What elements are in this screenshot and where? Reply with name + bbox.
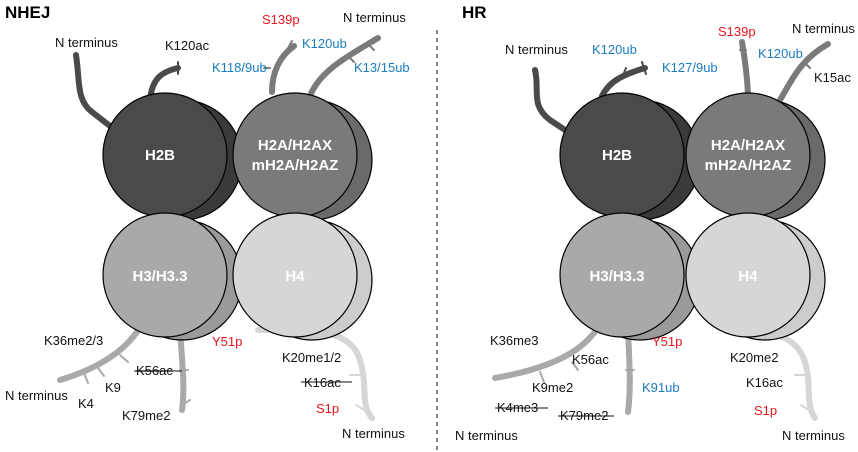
k91ub-label-hr: K91ub — [642, 380, 680, 395]
nhej-panel: NHEJ — [5, 3, 410, 441]
h4-histone — [232, 212, 358, 338]
y51p-label-hr: Y51p — [652, 334, 682, 349]
k36-label-hr: K36me3 — [490, 333, 538, 348]
hr-title: HR — [462, 3, 487, 22]
n-terminus-h2a: N terminus — [343, 10, 406, 25]
h3-label-hr: H3/H3.3 — [589, 268, 644, 285]
h2b-tail-k120-hr — [599, 65, 648, 99]
k9me2-label-hr: K9me2 — [532, 380, 573, 395]
n-terminus-h4-hr: N terminus — [782, 428, 845, 443]
k20-label-hr: K20me2 — [730, 350, 778, 365]
n-terminus-h2b-hr: N terminus — [505, 42, 568, 57]
k13-15ub-label: K13/15ub — [354, 60, 410, 75]
k79-label: K79me2 — [122, 408, 170, 423]
n-terminus-h2a-hr: N terminus — [792, 21, 855, 36]
h2a-tail-right — [307, 35, 381, 99]
h2a-label-line2-hr: mH2A/H2AZ — [705, 157, 792, 174]
h4-tail — [255, 326, 375, 421]
k120ub-h2a-label-hr: K120ub — [758, 46, 803, 61]
h3-histone — [102, 212, 228, 338]
s139p-label-hr: S139p — [718, 24, 756, 39]
h2b-tail-hr — [532, 67, 568, 133]
n-terminus-h3-hr: N terminus — [455, 428, 518, 443]
h4-histone-hr — [685, 212, 811, 338]
h2a-label-line2: mH2A/H2AZ — [252, 157, 339, 174]
h2a-tail-left — [269, 43, 297, 95]
k56ac-label-hr: K56ac — [572, 352, 609, 367]
s139p-label: S139p — [262, 12, 300, 27]
n-terminus-h4: N terminus — [342, 426, 405, 441]
h2b-label: H2B — [145, 147, 175, 164]
s1p-label: S1p — [316, 401, 339, 416]
k4-label: K4 — [78, 396, 94, 411]
y51p-label: Y51p — [212, 334, 242, 349]
k120ub-label: K120ub — [302, 36, 347, 51]
n-terminus-h3: N terminus — [5, 388, 68, 403]
k127-9ub-label-hr: K127/9ub — [662, 60, 718, 75]
h2b-tail — [73, 52, 113, 129]
k15ac-label-hr: K15ac — [814, 70, 851, 85]
h2a-histone-hr — [685, 92, 811, 218]
k120ub-h2b-label-hr: K120ub — [592, 42, 637, 57]
h2a-label-line1: H2A/H2AX — [258, 137, 332, 154]
k16ac-label-hr: K16ac — [746, 375, 783, 390]
hr-panel: HR H2B H2A/H2AX — [455, 3, 855, 443]
k9-label: K9 — [105, 380, 121, 395]
h2a-histone — [232, 92, 358, 218]
h3-histone-hr — [559, 212, 685, 338]
h2a-label-line1-hr: H2A/H2AX — [711, 137, 785, 154]
h2a-tail-right-hr — [777, 41, 831, 103]
k20-label: K20me1/2 — [282, 350, 341, 365]
k36-label: K36me2/3 — [44, 333, 103, 348]
h2b-label-hr: H2B — [602, 147, 632, 164]
h4-label: H4 — [285, 268, 305, 285]
h4-label-hr: H4 — [738, 268, 758, 285]
nhej-title: NHEJ — [5, 3, 50, 22]
s1p-label-hr: S1p — [754, 403, 777, 418]
k118-9ub-label: K118/9ub — [212, 60, 267, 75]
h3-label: H3/H3.3 — [132, 268, 187, 285]
n-terminus-h2b: N terminus — [55, 35, 118, 50]
k120ac-label: K120ac — [165, 38, 210, 53]
